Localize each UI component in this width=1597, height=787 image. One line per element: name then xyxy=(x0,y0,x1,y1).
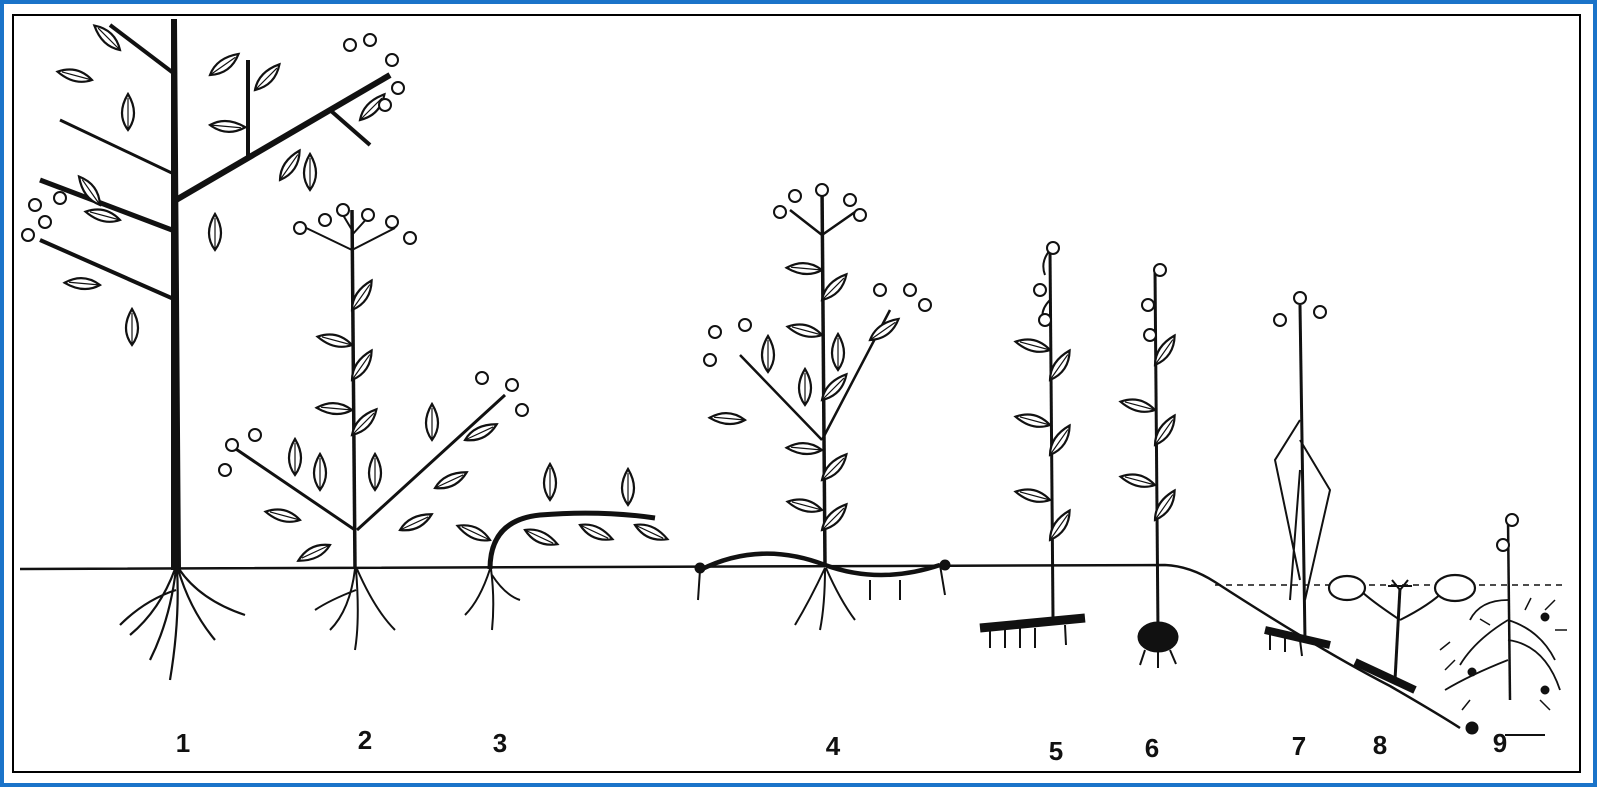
label-plant-4: 4 xyxy=(826,731,841,761)
label-plant-3: 3 xyxy=(493,728,507,758)
plant-2-herb xyxy=(219,204,528,650)
label-plant-2: 2 xyxy=(358,725,372,755)
label-plant-5: 5 xyxy=(1049,736,1063,766)
label-plant-9: 9 xyxy=(1493,728,1507,758)
label-plant-6: 6 xyxy=(1145,733,1159,763)
plant-6-tuber xyxy=(1120,264,1182,668)
plant-3-creeping xyxy=(457,464,668,630)
plant-9-submerged xyxy=(1440,514,1567,734)
plant-4-stolon xyxy=(695,184,950,630)
label-plant-8: 8 xyxy=(1373,730,1387,760)
plant-8-floating xyxy=(1329,575,1475,690)
plant-7-marsh xyxy=(1265,292,1330,656)
plant-5-rhizome xyxy=(980,242,1085,648)
label-plant-1: 1 xyxy=(176,728,190,758)
label-plant-7: 7 xyxy=(1292,731,1306,761)
plant-1-tree xyxy=(22,20,404,680)
